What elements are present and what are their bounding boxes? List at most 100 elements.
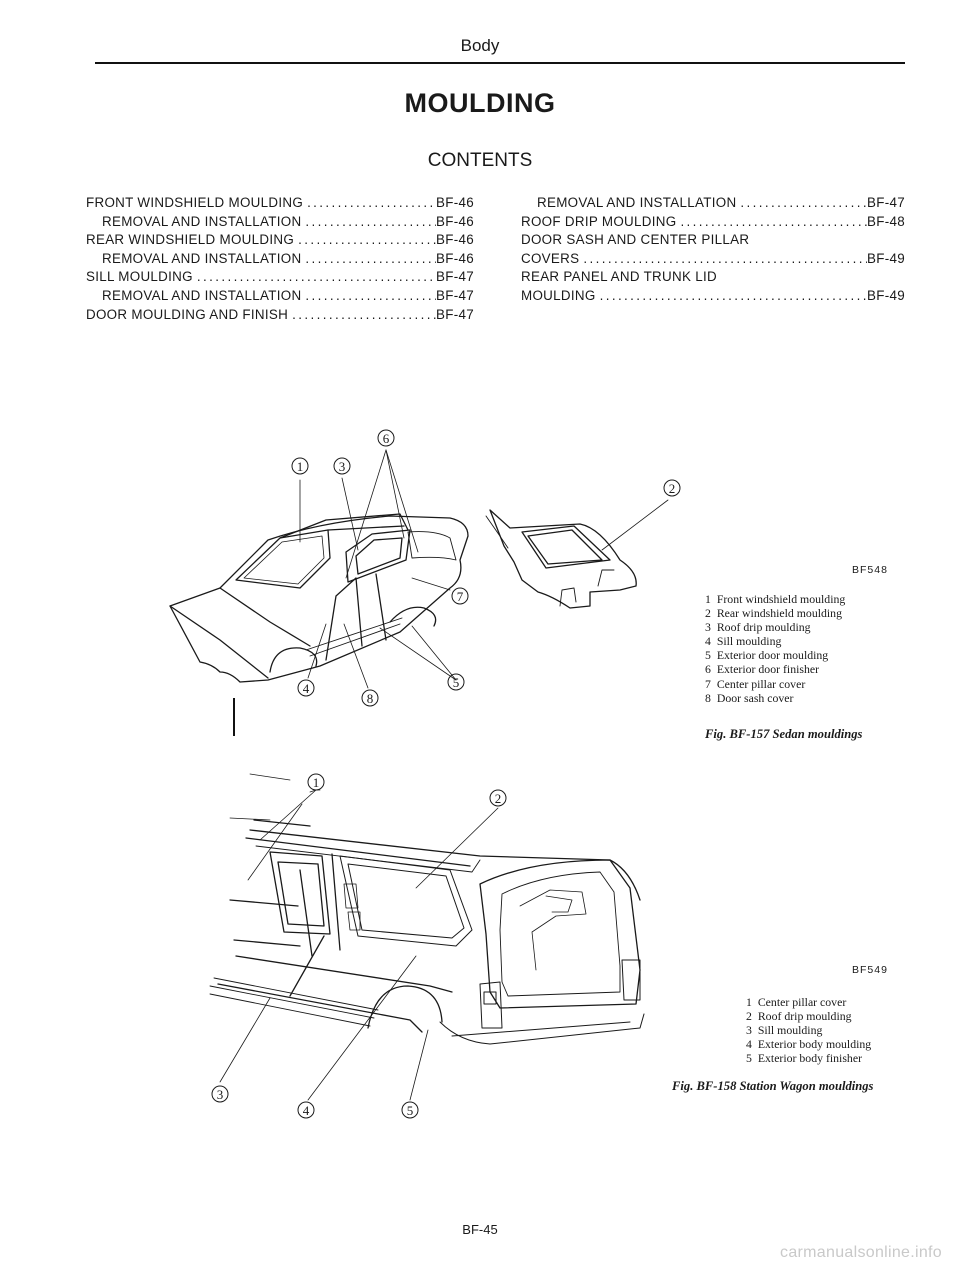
toc-label: FRONT WINDSHIELD MOULDING (86, 195, 304, 210)
wagon-rear-wheel-arch (367, 985, 443, 1029)
callout-number: 2 (495, 791, 502, 806)
legend-item: 5 Exterior door moulding (705, 648, 829, 663)
toc-page: BF-47 (867, 195, 905, 210)
wagon-tail-lights (479, 959, 641, 1029)
margin-mark (233, 698, 235, 736)
toc-label: REMOVAL AND INSTALLATION (102, 287, 302, 303)
toc-page: BF-46 (436, 250, 474, 266)
toc-page: BF-47 (436, 287, 474, 303)
wagon-sill (209, 977, 379, 1027)
legend-item: 2 Roof drip moulding (746, 1009, 852, 1024)
legend-item: 1 Front windshield moulding (705, 592, 846, 606)
toc-entry[interactable]: DOOR SASH AND CENTER PILLAR (521, 231, 905, 250)
legend-item: 1 Center pillar cover (746, 995, 847, 1009)
toc-entry[interactable]: SILL MOULDING...........................… (86, 268, 474, 287)
legend-item: 2 Rear windshield moulding (705, 606, 842, 621)
toc-page: BF-47 (436, 306, 474, 322)
toc-page: BF-46 (436, 232, 474, 248)
wagon-rear-bumper (439, 1013, 645, 1045)
wagon-tailgate-opening (479, 859, 641, 1009)
contents-heading: CONTENTS (427, 150, 533, 171)
toc-page: BF-49 (867, 250, 905, 266)
sedan-sill-line (305, 617, 403, 657)
wagon-roof (245, 819, 641, 901)
page-number: BF-45 (462, 1222, 498, 1237)
toc-entry[interactable]: FRONT WINDSHIELD MOULDING...............… (86, 194, 474, 213)
toc-right-column: REMOVAL AND INSTALLATION................… (521, 194, 905, 306)
figure1-legend: 1 Front windshield moulding 2 Rear winds… (705, 592, 845, 705)
figure2-caption: Fig. BF-158 Station Wagon mouldings (672, 1079, 874, 1093)
toc-entry[interactable]: REAR WINDSHIELD MOULDING................… (86, 231, 474, 250)
toc-entry[interactable]: COVERS..................................… (521, 250, 905, 269)
toc-entry[interactable]: REMOVAL AND INSTALLATION................… (86, 287, 474, 306)
figure-code: BF548 (852, 564, 888, 576)
sedan-rear-window (521, 525, 611, 569)
callout-number: 3 (339, 459, 346, 474)
toc-label: REMOVAL AND INSTALLATION (102, 213, 302, 229)
callout-number: 7 (457, 589, 464, 604)
callout-number: 5 (453, 675, 460, 690)
legend-item: 8 Door sash cover (705, 690, 794, 705)
legend-item: 4 Exterior body moulding (746, 1037, 872, 1052)
sedan-wheel-arches (269, 606, 437, 673)
sedan-hood (169, 587, 311, 679)
legend-item: 7 Center pillar cover (705, 676, 806, 691)
toc-left-column: FRONT WINDSHIELD MOULDING...............… (86, 194, 474, 324)
station-wagon-mouldings-illustration: 1 2 3 4 5 (209, 773, 645, 1119)
legend-item: 5 Exterior body finisher (746, 1051, 862, 1066)
toc-label: ROOF DRIP MOULDING (521, 213, 677, 229)
callout-number: 6 (383, 431, 390, 446)
toc-label: REAR WINDSHIELD MOULDING (86, 232, 295, 248)
callout-number: 4 (303, 1103, 310, 1118)
figure1-caption: Fig. BF-157 Sedan mouldings (705, 727, 863, 741)
toc-page: BF-46 (436, 213, 474, 229)
callout-number: 1 (313, 775, 320, 790)
toc-label: REMOVAL AND INSTALLATION (102, 250, 302, 266)
figure-code: BF549 (852, 964, 888, 976)
toc-label: REMOVAL AND INSTALLATION (537, 195, 737, 210)
legend-item: 3 Roof drip moulding (705, 620, 811, 635)
wagon-body-side (217, 899, 453, 1033)
sedan-mouldings-illustration: 1 3 6 7 4 8 5 2 (169, 429, 681, 707)
wagon-pillars (289, 853, 341, 997)
toc-page: BF-47 (436, 269, 474, 285)
callout-number: 5 (407, 1103, 414, 1118)
running-header: Body (460, 36, 500, 55)
page-title: MOULDING (404, 88, 556, 118)
callout-number: 3 (217, 1087, 224, 1102)
sedan-roof (279, 513, 409, 539)
toc-label: REAR PANEL AND TRUNK LID (521, 269, 717, 285)
legend-item: 6 Exterior door finisher (705, 662, 820, 677)
callout-number: 2 (669, 481, 676, 496)
sedan-body-outline (169, 515, 469, 683)
figure2-legend: 1 Center pillar cover 2 Roof drip mouldi… (746, 995, 871, 1065)
sedan-rear-glass (407, 531, 457, 561)
toc-label: MOULDING (521, 287, 596, 303)
sedan-rear-body (489, 509, 637, 609)
toc-entry[interactable]: DOOR MOULDING AND FINISH................… (86, 306, 474, 325)
toc-entry[interactable]: ROOF DRIP MOULDING......................… (521, 213, 905, 232)
callout-number: 4 (303, 681, 310, 696)
watermark: carmanualsonline.info (780, 1244, 942, 1261)
sedan-side-windows (345, 529, 411, 583)
legend-item: 3 Sill moulding (746, 1023, 823, 1038)
toc-label: COVERS (521, 250, 580, 266)
toc-label: DOOR SASH AND CENTER PILLAR (521, 232, 750, 248)
toc-label: DOOR MOULDING AND FINISH (86, 306, 289, 322)
toc-entry[interactable]: MOULDING................................… (521, 287, 905, 306)
toc-page: BF-48 (867, 213, 905, 229)
toc-page: BF-46 (436, 195, 474, 210)
toc-entry[interactable]: REMOVAL AND INSTALLATION................… (521, 194, 905, 213)
callout-number: 8 (367, 691, 374, 706)
legend-item: 4 Sill moulding (705, 634, 782, 649)
toc-entry[interactable]: REMOVAL AND INSTALLATION................… (86, 250, 474, 269)
wagon-roof-drip (255, 845, 481, 873)
sedan-windshield (235, 529, 331, 589)
callout-number: 1 (297, 459, 304, 474)
toc-entry[interactable]: REMOVAL AND INSTALLATION................… (86, 213, 474, 232)
toc-page: BF-49 (867, 287, 905, 303)
toc-label: SILL MOULDING (86, 269, 193, 285)
wagon-side-windows (269, 851, 331, 935)
toc-entry[interactable]: REAR PANEL AND TRUNK LID (521, 268, 905, 287)
header-rule (95, 62, 905, 64)
